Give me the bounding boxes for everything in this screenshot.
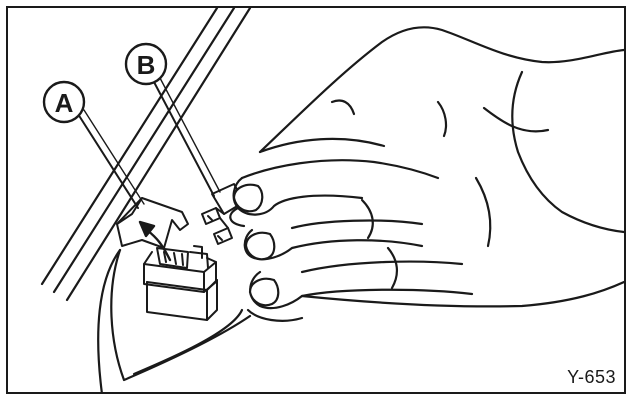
figure-code: Y-653	[567, 367, 616, 387]
callout-b: B	[124, 42, 221, 197]
hand	[229, 26, 624, 322]
fuse-cover	[116, 197, 189, 249]
wire-harness	[97, 248, 252, 392]
callout-a-label: A	[55, 88, 74, 118]
line-illustration: A B	[40, 8, 624, 392]
panel-edge-lines	[40, 8, 252, 302]
curved-arrow-up-left-icon	[138, 220, 172, 262]
callout-a: A	[42, 80, 145, 209]
callout-b-label: B	[137, 50, 156, 80]
figure-frame: A B Y-653	[6, 6, 626, 394]
fuse-holder	[143, 245, 218, 321]
